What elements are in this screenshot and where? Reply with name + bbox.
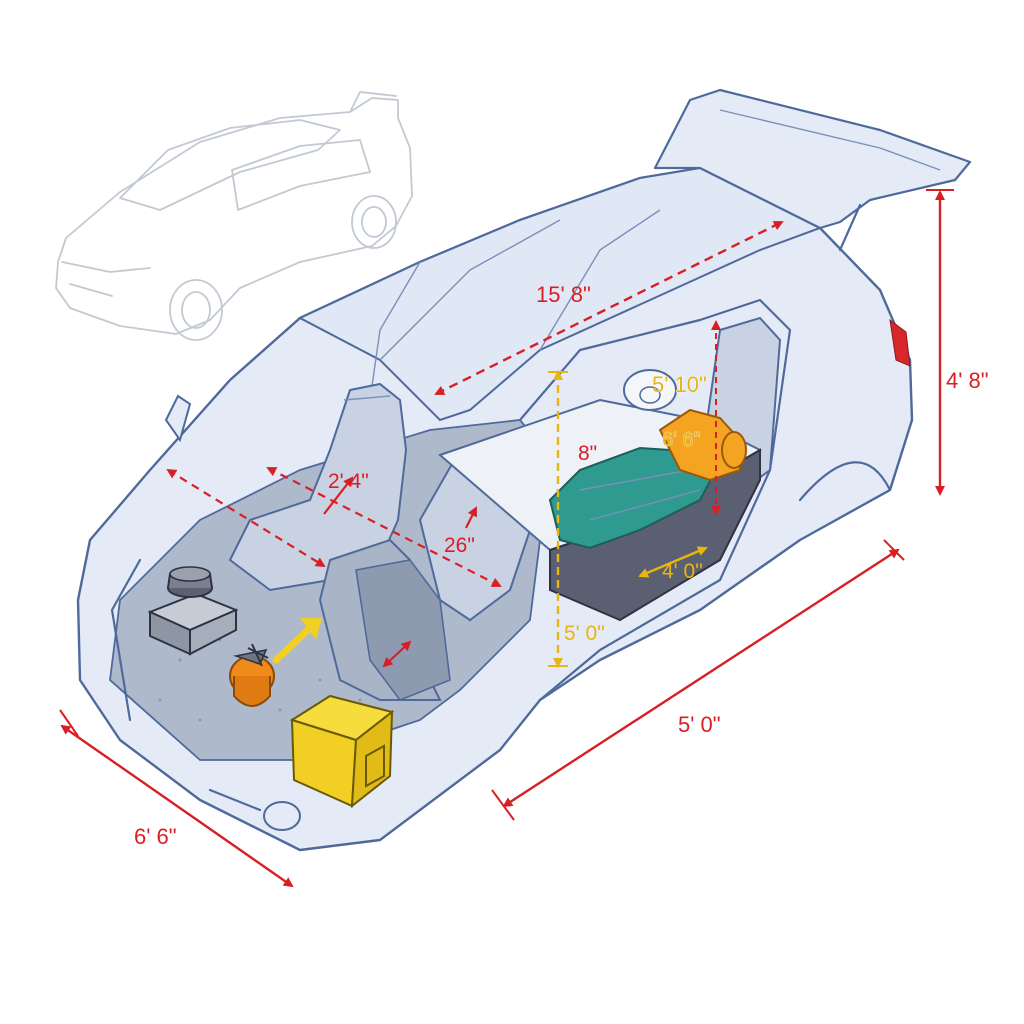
label-overall-length: 15' 8" <box>536 282 591 307</box>
label-rear-width: 6' 6" <box>134 824 177 849</box>
dimension-yellow-lines <box>548 370 708 668</box>
label-overall-height: 4' 8" <box>946 368 989 393</box>
dimension-side-length-line <box>491 539 905 821</box>
dimension-rear-width-line <box>59 709 294 888</box>
label-side-length: 5' 0" <box>678 712 721 737</box>
label-bed-clearance: 5' 10" <box>652 372 707 397</box>
dimension-height-line <box>926 189 954 496</box>
label-bed-height: 8" <box>578 442 597 465</box>
label-platform-width: 4' 0" <box>662 560 703 583</box>
dimension-overall-length-line <box>434 220 784 396</box>
camping-stove <box>147 566 239 656</box>
cooler <box>289 694 395 809</box>
ghost-sedan <box>55 91 413 341</box>
dimension-front-seat-line <box>166 467 502 668</box>
label-seat-depth: 26" <box>444 534 475 557</box>
label-cargo-length: 5' 0" <box>564 622 605 645</box>
fuel-canister <box>229 643 275 707</box>
label-sleeping-bag-length: 6' 6" <box>662 429 701 451</box>
sleeping-bag <box>548 446 718 550</box>
yellow-hint-arrow <box>272 618 322 664</box>
label-front-seat-span: 2' 4" <box>328 470 369 493</box>
